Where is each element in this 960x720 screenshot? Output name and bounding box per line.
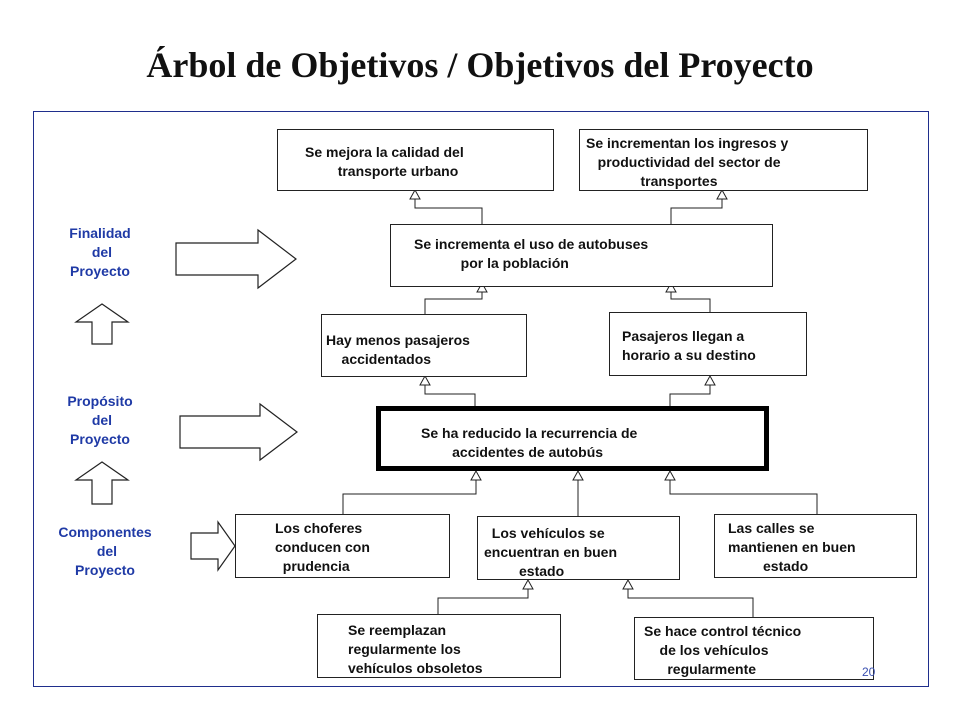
box-reemplazan-text: Se reemplazan regularmente los vehículos… bbox=[348, 622, 483, 676]
connector-llegan-to-uso bbox=[670, 292, 711, 312]
arrowhead bbox=[572, 469, 584, 481]
connector-uso-to-calidad bbox=[414, 199, 483, 224]
box-control-tecnico-text: Se hace control técnico de los vehículos… bbox=[644, 623, 802, 677]
diagram-frame bbox=[33, 111, 929, 687]
arrowhead bbox=[470, 469, 482, 481]
connector-proposito-to-llegan bbox=[669, 384, 711, 406]
up-arrow-to-proposito bbox=[74, 461, 130, 505]
up-arrow-to-finalidad bbox=[74, 303, 130, 345]
connector-reemplazan-to-vehiculos bbox=[437, 589, 529, 614]
arrowhead bbox=[476, 281, 488, 293]
box-choferes-text: Los choferes conducen con prudencia bbox=[275, 520, 370, 574]
arrowhead bbox=[664, 469, 676, 481]
label-componentes: Componentes del Proyecto bbox=[58, 524, 152, 578]
box-vehiculos-estado-text: Los vehículos se encuentran en buen esta… bbox=[484, 525, 618, 579]
box-llegan-horario-text: Pasajeros llegan a horario a su destino bbox=[622, 328, 756, 363]
box-fin-ingresos bbox=[579, 129, 868, 191]
arrowhead bbox=[716, 188, 728, 200]
box-uso-autobuses bbox=[390, 224, 773, 287]
connector-control-to-vehiculos bbox=[627, 589, 754, 617]
box-vehiculos-estado bbox=[477, 516, 680, 580]
box-menos-accidentados bbox=[321, 314, 527, 377]
arrowhead bbox=[409, 188, 421, 200]
box-fin-calidad-text: Se mejora la calidad del transporte urba… bbox=[305, 144, 464, 179]
connector-calles-to-proposito bbox=[669, 480, 818, 514]
label-finalidad: Finalidad del Proyecto bbox=[69, 225, 131, 279]
label-proposito: Propósito del Proyecto bbox=[67, 393, 133, 447]
box-control-tecnico bbox=[634, 617, 874, 680]
box-uso-autobuses-text: Se incrementa el uso de autobuses por la… bbox=[414, 236, 649, 271]
box-llegan-horario bbox=[609, 312, 807, 376]
box-fin-ingresos-text: Se incrementan los ingresos y productivi… bbox=[586, 135, 789, 189]
connector-choferes-to-proposito bbox=[342, 480, 477, 514]
box-proposito-text: Se ha reducido la recurrencia de acciden… bbox=[421, 425, 638, 460]
proposito-right-arrow bbox=[179, 402, 298, 462]
arrowhead bbox=[622, 578, 634, 590]
componentes-right-arrow bbox=[190, 520, 236, 572]
box-calles-text: Las calles se mantienen en buen estado bbox=[728, 520, 856, 574]
box-proposito bbox=[376, 406, 769, 471]
box-fin-calidad bbox=[277, 129, 554, 191]
arrowhead bbox=[704, 374, 716, 386]
box-menos-accidentados-text: Hay menos pasajeros accidentados bbox=[326, 332, 470, 367]
box-reemplazan bbox=[317, 614, 561, 678]
connector-menos-to-uso bbox=[424, 292, 483, 314]
page-number: 20 bbox=[862, 665, 876, 679]
connector-uso-to-ingresos bbox=[670, 199, 723, 224]
arrowhead bbox=[419, 374, 431, 386]
arrowhead bbox=[522, 578, 534, 590]
connector-proposito-to-menos bbox=[424, 384, 476, 406]
arrowhead bbox=[665, 281, 677, 293]
finalidad-right-arrow bbox=[175, 228, 297, 290]
box-choferes bbox=[235, 514, 450, 578]
box-calles bbox=[714, 514, 917, 578]
page-title: Árbol de Objetivos / Objetivos del Proye… bbox=[146, 45, 814, 85]
